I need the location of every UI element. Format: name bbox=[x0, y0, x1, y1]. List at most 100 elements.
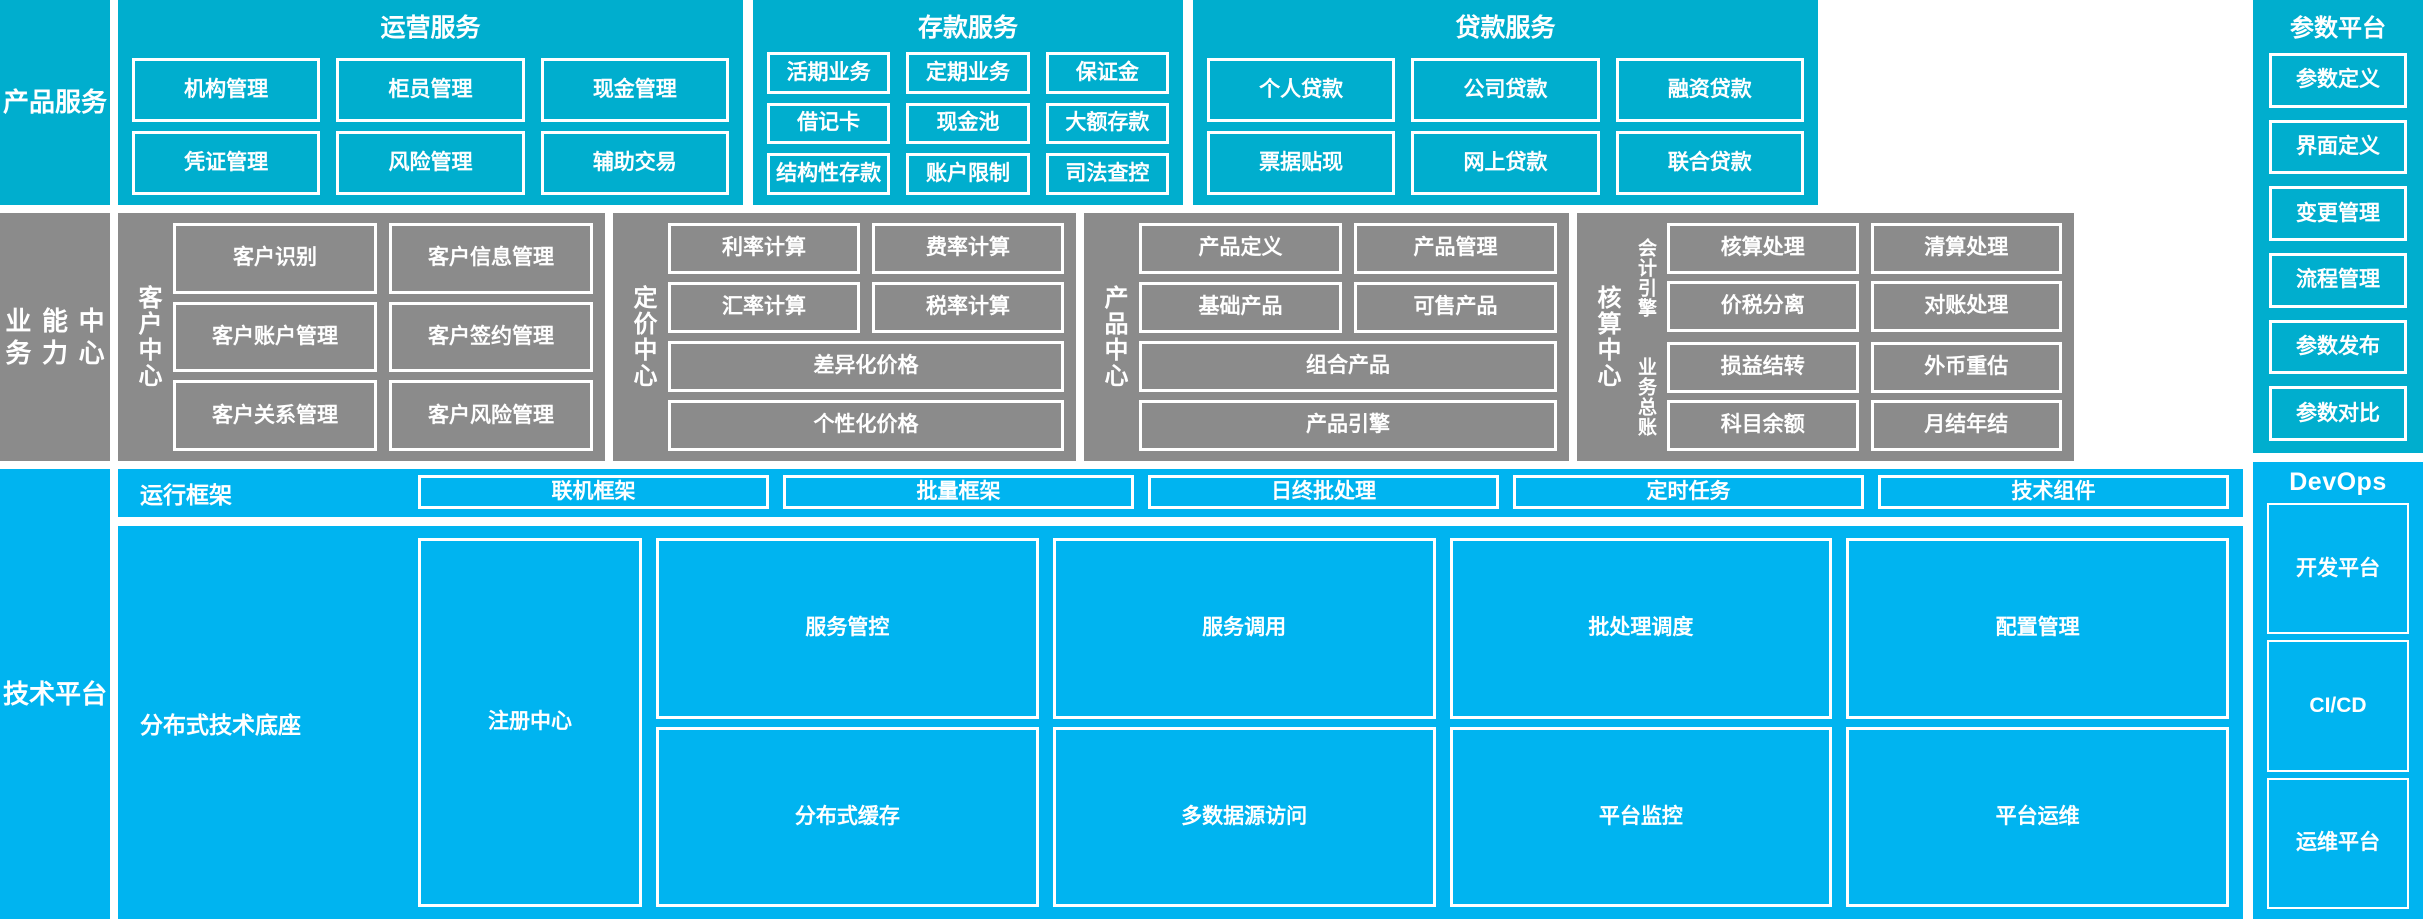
chip-cash-pool[interactable]: 现金池 bbox=[906, 102, 1030, 145]
chip-sellable-product[interactable]: 可售产品 bbox=[1354, 282, 1557, 333]
chip-price-tax-separation[interactable]: 价税分离 bbox=[1667, 281, 1859, 332]
chip-demand-deposit[interactable]: 活期业务 bbox=[767, 52, 891, 94]
business-capability-centers: 客户中心 客户识别 客户信息管理 客户账户管理 客户签约管理 客户关系管理 客户… bbox=[118, 213, 2243, 461]
center-product: 产品中心 产品定义 产品管理 基础产品 可售产品 组合产品 产品引擎 bbox=[1084, 213, 1569, 461]
chip-customer-identification[interactable]: 客户识别 bbox=[173, 223, 377, 294]
chip-batch-scheduling[interactable]: 批处理调度 bbox=[1449, 538, 1833, 719]
chip-foreign-currency-revaluation[interactable]: 外币重估 bbox=[1870, 342, 2062, 393]
chip-differentiated-pricing[interactable]: 差异化价格 bbox=[668, 341, 1064, 392]
layer-label-product-service-line1: 产品 bbox=[2, 87, 55, 118]
chip-tax-rate-calculation[interactable]: 税率计算 bbox=[872, 282, 1064, 333]
panel-loan-service: 贷款服务 个人贷款 公司贷款 融资贷款 票据贴现 网上贷款 联合贷款 bbox=[1193, 0, 1818, 205]
band-runtime-framework: 运行框架 联机框架 批量框架 日终批处理 定时任务 技术组件 bbox=[118, 469, 2243, 517]
chip-base-product[interactable]: 基础产品 bbox=[1139, 282, 1342, 333]
chip-product-definition[interactable]: 产品定义 bbox=[1139, 223, 1342, 274]
parameter-platform-items: 参数定义 界面定义 变更管理 流程管理 参数发布 参数对比 bbox=[2269, 53, 2407, 442]
chip-scheduled-task[interactable]: 定时任务 bbox=[1513, 475, 1864, 509]
chip-account-balance[interactable]: 科目余额 bbox=[1667, 400, 1859, 451]
main-columns: 产品 服务 运营服务 机构管理 柜员管理 现金管理 凭证管理 风险管理 辅助交易 bbox=[0, 0, 2243, 919]
panel-title-devops: DevOps bbox=[2289, 468, 2387, 496]
chip-corporate-loan[interactable]: 公司贷款 bbox=[1411, 58, 1600, 122]
chip-platform-monitoring[interactable]: 平台监控 bbox=[1449, 726, 1833, 907]
layer-product-service: 产品 服务 运营服务 机构管理 柜员管理 现金管理 凭证管理 风险管理 辅助交易 bbox=[0, 0, 2243, 205]
chip-risk-management[interactable]: 风险管理 bbox=[336, 131, 525, 195]
chip-product-engine[interactable]: 产品引擎 bbox=[1139, 400, 1557, 451]
chip-month-year-end-closing[interactable]: 月结年结 bbox=[1870, 400, 2062, 451]
chip-product-management[interactable]: 产品管理 bbox=[1354, 223, 1557, 274]
deposit-service-grid: 活期业务 定期业务 保证金 借记卡 现金池 大额存款 结构性存款 账户限制 司法… bbox=[767, 52, 1169, 195]
chip-distributed-cache[interactable]: 分布式缓存 bbox=[656, 726, 1039, 907]
chip-interface-definition[interactable]: 界面定义 bbox=[2269, 119, 2407, 175]
center-pricing: 定价中心 利率计算 费率计算 汇率计算 税率计算 差异化价格 个性化价格 bbox=[613, 213, 1076, 461]
chip-customer-risk-management[interactable]: 客户风险管理 bbox=[389, 380, 593, 451]
chip-time-deposit[interactable]: 定期业务 bbox=[906, 52, 1030, 94]
layer-tech-platform: 技术 平台 运行框架 联机框架 批量框架 日终批处理 定时任务 技术组件 bbox=[0, 469, 2243, 919]
chip-reconciliation-processing[interactable]: 对账处理 bbox=[1870, 281, 2062, 332]
layer-label-business-capability-line1: 业务 bbox=[5, 305, 32, 369]
chip-accounting-processing[interactable]: 核算处理 bbox=[1667, 223, 1859, 274]
chip-online-loan[interactable]: 网上贷款 bbox=[1411, 131, 1600, 195]
chip-syndicated-loan[interactable]: 联合贷款 bbox=[1615, 131, 1804, 195]
layer-label-product-service-line2: 服务 bbox=[55, 87, 108, 118]
center-label-customer: 客户中心 bbox=[134, 285, 161, 389]
chip-financing-loan[interactable]: 融资贷款 bbox=[1615, 58, 1804, 122]
band-distributed-tech-base: 分布式技术底座 注册中心 服务管控 服务调用 批处理调度 配置管理 分布式缓存 … bbox=[118, 526, 2243, 919]
chip-online-framework[interactable]: 联机框架 bbox=[418, 475, 769, 509]
chip-fee-rate-calculation[interactable]: 费率计算 bbox=[872, 223, 1064, 274]
chip-cash-management[interactable]: 现金管理 bbox=[540, 58, 729, 122]
center-label-pricing: 定价中心 bbox=[629, 285, 656, 389]
chip-service-invocation[interactable]: 服务调用 bbox=[1052, 538, 1436, 719]
chip-bundled-product[interactable]: 组合产品 bbox=[1139, 341, 1557, 392]
panel-title-loan-service: 贷款服务 bbox=[1455, 14, 1556, 42]
panel-parameter-platform: 参数平台 参数定义 界面定义 变更管理 流程管理 参数发布 参数对比 bbox=[2253, 0, 2423, 453]
chip-teller-management[interactable]: 柜员管理 bbox=[336, 58, 525, 122]
chip-interest-rate-calculation[interactable]: 利率计算 bbox=[668, 223, 860, 274]
chip-account-restriction[interactable]: 账户限制 bbox=[906, 153, 1030, 195]
chip-exchange-rate-calculation[interactable]: 汇率计算 bbox=[668, 282, 860, 333]
chip-parameter-definition[interactable]: 参数定义 bbox=[2269, 53, 2407, 108]
chip-eod-batch-processing[interactable]: 日终批处理 bbox=[1148, 475, 1499, 509]
chip-registry-center[interactable]: 注册中心 bbox=[418, 538, 642, 907]
chip-ci-cd[interactable]: CI/CD bbox=[2267, 640, 2409, 772]
chip-auxiliary-transaction[interactable]: 辅助交易 bbox=[540, 131, 729, 195]
chip-structured-deposit[interactable]: 结构性存款 bbox=[767, 153, 891, 195]
chip-margin-deposit[interactable]: 保证金 bbox=[1045, 52, 1169, 94]
chip-customer-contract-management[interactable]: 客户签约管理 bbox=[389, 301, 593, 373]
right-column: 参数平台 参数定义 界面定义 变更管理 流程管理 参数发布 参数对比 DevOp… bbox=[2253, 0, 2423, 919]
chip-org-management[interactable]: 机构管理 bbox=[132, 58, 321, 122]
chip-judicial-control[interactable]: 司法查控 bbox=[1045, 153, 1169, 195]
chip-dev-platform[interactable]: 开发平台 bbox=[2267, 503, 2409, 635]
chip-settlement-processing[interactable]: 清算处理 bbox=[1870, 223, 2062, 274]
chip-debit-card[interactable]: 借记卡 bbox=[767, 102, 891, 145]
chip-parameter-publish[interactable]: 参数发布 bbox=[2269, 319, 2407, 375]
chip-process-management[interactable]: 流程管理 bbox=[2269, 253, 2407, 308]
chip-platform-operations[interactable]: 平台运维 bbox=[1846, 726, 2229, 907]
chip-parameter-comparison[interactable]: 参数对比 bbox=[2269, 386, 2407, 442]
chip-customer-account-management[interactable]: 客户账户管理 bbox=[173, 301, 377, 373]
layer-label-business-capability-line2: 能力 bbox=[42, 305, 69, 369]
panel-title-deposit-service: 存款服务 bbox=[917, 14, 1018, 42]
panel-title-operation-service: 运营服务 bbox=[380, 14, 481, 42]
chip-bill-discount[interactable]: 票据贴现 bbox=[1207, 131, 1396, 195]
chip-profit-loss-carryforward[interactable]: 损益结转 bbox=[1667, 342, 1859, 393]
chip-large-deposit[interactable]: 大额存款 bbox=[1045, 102, 1169, 145]
chip-personalized-pricing[interactable]: 个性化价格 bbox=[668, 400, 1064, 451]
chip-customer-info-management[interactable]: 客户信息管理 bbox=[389, 223, 593, 294]
chip-multi-datasource-access[interactable]: 多数据源访问 bbox=[1052, 726, 1436, 907]
band-label-runtime-framework: 运行框架 bbox=[140, 482, 232, 508]
layer-label-tech-platform-line1: 技术 bbox=[2, 678, 55, 709]
chip-service-governance[interactable]: 服务管控 bbox=[656, 538, 1039, 719]
chip-configuration-management[interactable]: 配置管理 bbox=[1846, 538, 2229, 719]
chip-tech-component[interactable]: 技术组件 bbox=[1878, 475, 2229, 509]
chip-personal-loan[interactable]: 个人贷款 bbox=[1207, 58, 1396, 122]
chip-change-management[interactable]: 变更管理 bbox=[2269, 186, 2407, 242]
panel-deposit-service: 存款服务 活期业务 定期业务 保证金 借记卡 现金池 大额存款 结构性存款 账户… bbox=[753, 0, 1183, 205]
panel-operation-service: 运营服务 机构管理 柜员管理 现金管理 凭证管理 风险管理 辅助交易 bbox=[118, 0, 743, 205]
chip-batch-framework[interactable]: 批量框架 bbox=[783, 475, 1134, 509]
accounting-group-engine: 会计引擎 核算处理 清算处理 价税分离 对账处理 bbox=[1632, 223, 2062, 332]
chip-ops-platform[interactable]: 运维平台 bbox=[2267, 777, 2409, 909]
chip-customer-relationship-management[interactable]: 客户关系管理 bbox=[173, 380, 377, 451]
accounting-ledger-grid: 损益结转 外币重估 科目余额 月结年结 bbox=[1667, 342, 2062, 451]
chip-voucher-management[interactable]: 凭证管理 bbox=[132, 131, 321, 195]
